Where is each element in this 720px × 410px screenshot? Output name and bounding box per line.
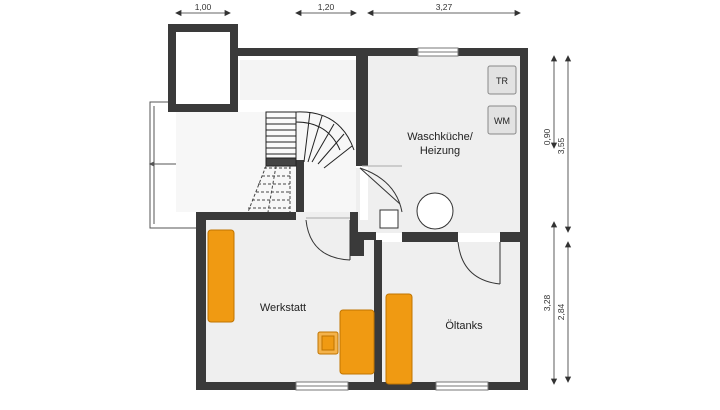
doors (305, 165, 501, 285)
chair-seat (321, 335, 335, 351)
boiler (416, 192, 454, 230)
boiler-small (379, 209, 399, 229)
room-laundry-line2: Heizung (420, 145, 460, 157)
dim-right-upper-outer: 3,55 (556, 137, 566, 154)
dim-right-upper-inner: 0,90 (542, 128, 552, 145)
windows (295, 47, 489, 391)
furniture (207, 229, 413, 385)
door-corridor-laundry (359, 167, 401, 205)
dim-top-3: 3,27 (436, 2, 453, 12)
desk (339, 309, 375, 375)
dim-right-lower-inner: 3,28 (542, 294, 552, 311)
washer-label: WM (494, 116, 510, 126)
washer-box (487, 105, 517, 135)
dryer-label: TR (496, 76, 508, 86)
room-workshop: Werkstatt (260, 302, 306, 314)
upper-room-floor (240, 60, 356, 100)
right-dimensions (550, 55, 572, 385)
dim-top-1: 1,00 (195, 2, 212, 12)
workbench-left (207, 229, 235, 323)
room-oil: Öltanks (445, 320, 483, 332)
outer-railing (148, 101, 200, 229)
dryer-box (487, 65, 517, 95)
top-dimensions (175, 9, 521, 17)
oil-tank (385, 293, 413, 385)
dim-right-lower-outer: 2,84 (556, 303, 566, 320)
room-laundry-line1: Waschküche/ (407, 131, 474, 143)
room-labels: Waschküche/ Heizung Werkstatt Öltanks (260, 131, 483, 332)
laundry-fixtures: TR WM (379, 65, 517, 230)
dim-top-2: 1,20 (318, 2, 335, 12)
staircase (247, 111, 355, 213)
